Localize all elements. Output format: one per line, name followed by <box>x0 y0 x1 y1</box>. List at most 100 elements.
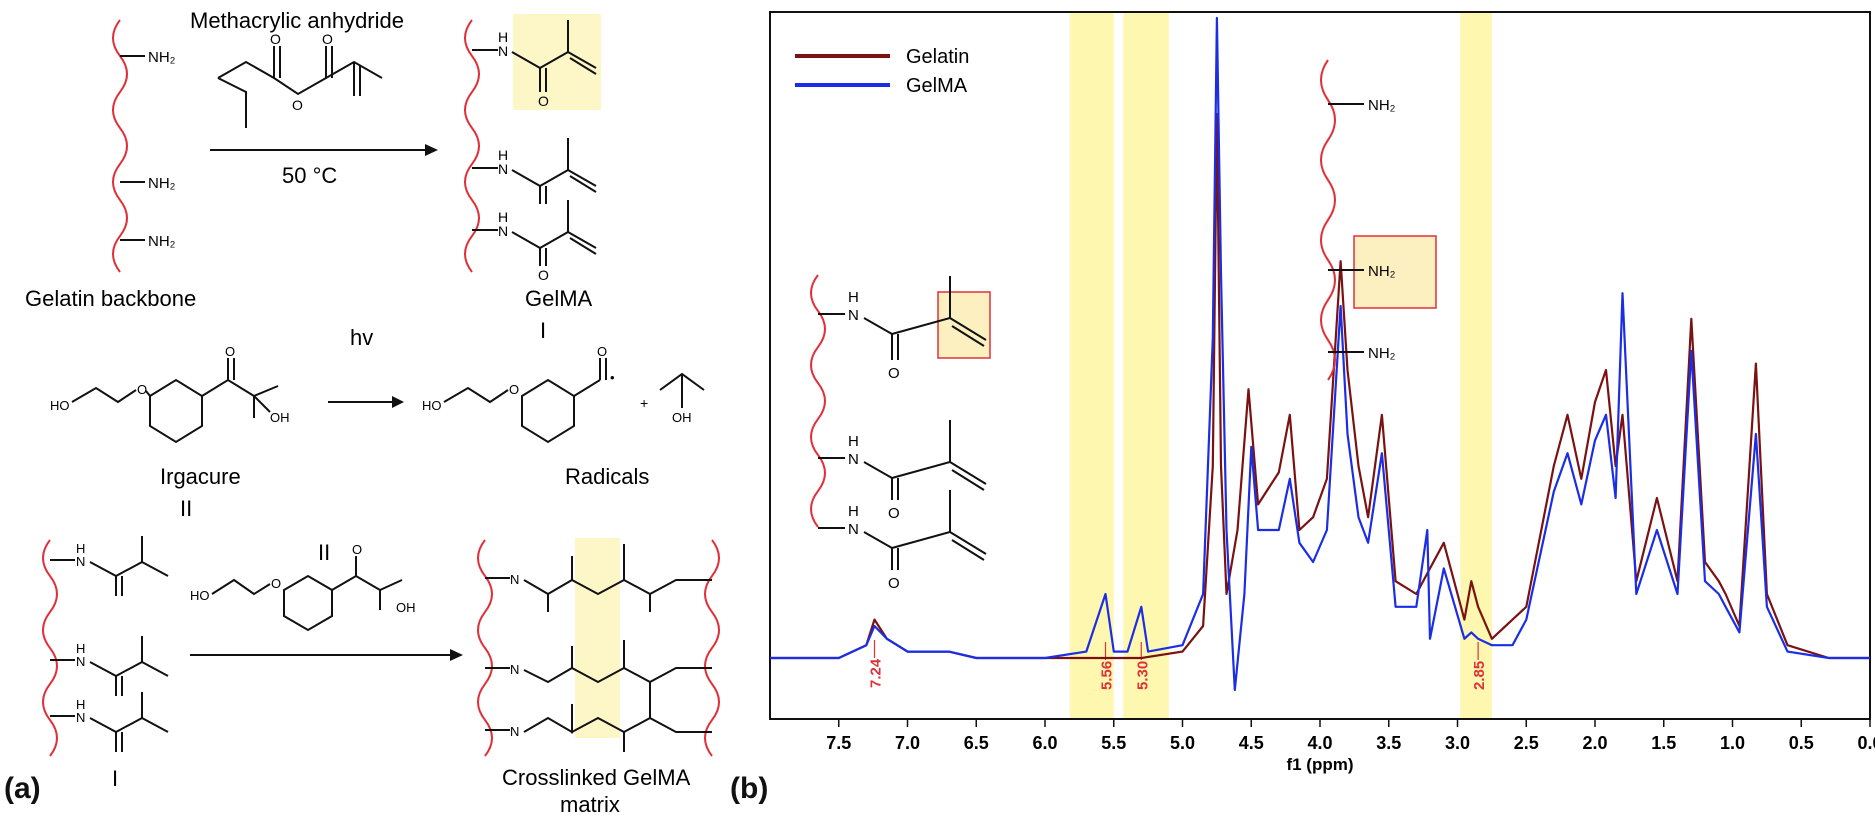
inset-amine-label: NH₂ <box>1368 345 1396 362</box>
x-tick-label: 3.5 <box>1376 733 1401 753</box>
gelma-monomer-structure: H N H N H N <box>42 536 169 757</box>
svg-text:N: N <box>76 554 85 569</box>
gelma-label: GelMA <box>525 286 593 311</box>
svg-text:N: N <box>510 662 519 677</box>
svg-text:O: O <box>888 505 900 522</box>
inset-gelatin-structure: NH₂ NH₂ NH₂ <box>1320 59 1396 381</box>
x-tick-label: 5.0 <box>1170 733 1195 753</box>
reaction-scheme: NH₂ NH₂ NH₂ Gelatin backbone Methacrylic… <box>25 8 720 816</box>
x-tick-label: 1.5 <box>1651 733 1676 753</box>
svg-text:N: N <box>510 724 519 739</box>
svg-text:H: H <box>498 29 508 45</box>
svg-text:HO: HO <box>50 398 70 413</box>
x-tick-label: 0.5 <box>1789 733 1814 753</box>
x-tick-label: 4.5 <box>1239 733 1264 753</box>
panel-label-b: (b) <box>730 772 769 805</box>
radicals-label: Radicals <box>565 464 649 489</box>
gelma-structure: H N O H N H N O <box>464 19 597 283</box>
irgacure-structure: HO O O OH <box>50 344 290 444</box>
svg-text:N: N <box>848 521 859 538</box>
inset-amine-label: NH₂ <box>1368 97 1396 114</box>
x-tick-label: 2.5 <box>1514 733 1539 753</box>
irgacure-structure-small: HO O O OH <box>190 542 416 632</box>
amine-highlight-box <box>1353 235 1437 309</box>
legend: Gelatin GelMA <box>795 46 969 97</box>
inset-gelma-structure: H N O H N O H N O <box>810 274 987 592</box>
crosslink-highlight <box>575 538 620 738</box>
peak-label: 5.56 <box>1099 661 1116 690</box>
svg-text:H: H <box>848 503 859 520</box>
svg-text:O: O <box>538 267 549 283</box>
svg-text:+: + <box>640 395 648 411</box>
x-tick-label: 6.5 <box>964 733 989 753</box>
svg-text:N: N <box>498 43 508 59</box>
panel-label-a: (a) <box>4 772 41 805</box>
svg-text:H: H <box>848 289 859 306</box>
methacrylic-anhydride-structure: O O O <box>217 31 383 128</box>
oxygen-label: O <box>322 31 333 47</box>
oxygen-label: O <box>270 31 281 47</box>
svg-text:H: H <box>76 697 85 712</box>
svg-text:HO: HO <box>190 588 210 603</box>
condition-label: 50 °C <box>282 163 337 188</box>
oxygen-label: O <box>292 97 303 113</box>
irgacure-numeral: II <box>180 496 192 521</box>
amine-label: NH₂ <box>148 49 176 66</box>
crosslinked-gelma-structure: N N N <box>477 539 720 757</box>
x-tick-label: 0.0 <box>1857 733 1875 753</box>
svg-text:OH: OH <box>396 600 416 615</box>
inset-amine-label-highlighted: NH₂ <box>1368 263 1396 280</box>
svg-text:O: O <box>271 576 281 591</box>
plot-frame <box>769 11 1871 720</box>
svg-text:N: N <box>510 572 519 587</box>
svg-text:O: O <box>597 344 607 359</box>
amine-label: NH₂ <box>148 233 176 250</box>
svg-text:N: N <box>498 161 508 177</box>
svg-text:H: H <box>848 433 859 450</box>
hv-label: hv <box>350 325 373 350</box>
monomer-numeral: I <box>112 766 118 791</box>
series-line-gelma <box>770 16 1870 692</box>
svg-text:N: N <box>76 710 85 725</box>
amine-label: NH₂ <box>148 175 176 192</box>
svg-text:O: O <box>137 382 147 397</box>
x-tick-label: 6.0 <box>1032 733 1057 753</box>
legend-label-gelatin: Gelatin <box>906 46 969 68</box>
x-tick-label: 5.5 <box>1101 733 1126 753</box>
irgacure-label: Irgacure <box>160 464 241 489</box>
radicals-structure: HO O O • + OH <box>422 344 705 444</box>
svg-text:OH: OH <box>270 410 290 425</box>
svg-text:O: O <box>352 542 362 557</box>
x-tick-label: 4.0 <box>1307 733 1332 753</box>
svg-text:O: O <box>888 575 900 592</box>
peak-label: 7.24 <box>868 658 885 688</box>
photoinitiator-numeral-over-arrow: II <box>318 540 330 565</box>
svg-text:O: O <box>888 365 900 382</box>
x-tick-label: 7.5 <box>826 733 851 753</box>
svg-text:O: O <box>538 93 549 109</box>
crosslinked-label-line1: Crosslinked GelMA <box>502 765 691 790</box>
svg-text:O: O <box>225 344 235 359</box>
x-tick-label: 2.0 <box>1582 733 1607 753</box>
peak-label: 2.85 <box>1471 661 1488 690</box>
highlight-band-1 <box>1123 12 1169 719</box>
gelatin-backbone-label: Gelatin backbone <box>25 286 196 311</box>
svg-text:HO: HO <box>422 398 442 413</box>
x-tick-label: 1.0 <box>1720 733 1745 753</box>
svg-text:N: N <box>848 451 859 468</box>
svg-text:H: H <box>498 209 508 225</box>
svg-text:H: H <box>76 641 85 656</box>
svg-text:H: H <box>76 541 85 556</box>
x-tick-label: 7.0 <box>895 733 920 753</box>
vinyl-highlight-box <box>937 291 991 359</box>
svg-text:•: • <box>610 370 615 385</box>
svg-text:N: N <box>498 223 508 239</box>
svg-text:N: N <box>848 307 859 324</box>
peak-label: 5.30 <box>1134 661 1151 690</box>
svg-text:OH: OH <box>672 410 692 425</box>
x-axis-label: f1 (ppm) <box>1286 755 1353 774</box>
x-tick-label: 3.0 <box>1445 733 1470 753</box>
svg-text:H: H <box>498 147 508 163</box>
reagent-label: Methacrylic anhydride <box>190 8 404 33</box>
